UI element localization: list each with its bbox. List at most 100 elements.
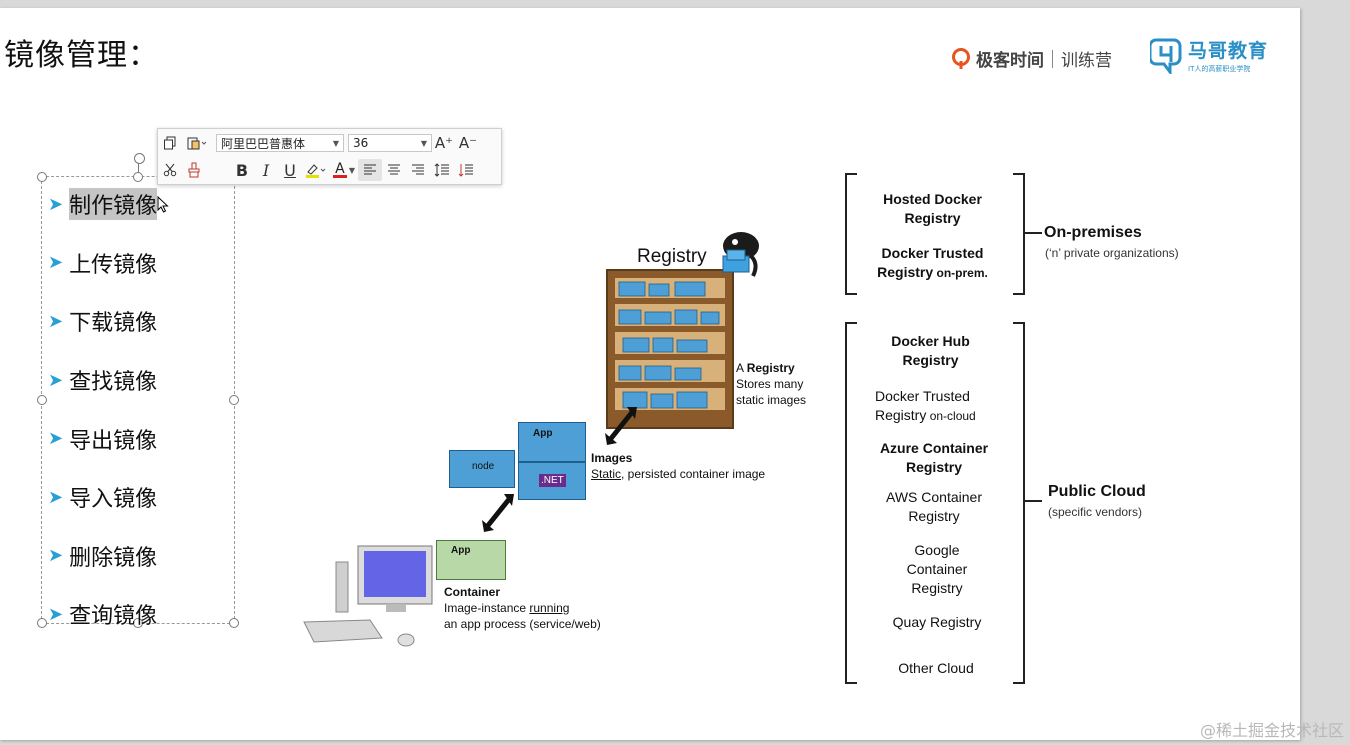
align-center-icon[interactable] (382, 159, 406, 181)
cloud-item-quay: Quay Registry (892, 614, 982, 630)
mage-logo-icon (1150, 38, 1182, 74)
registry-description: A Registry Stores many static images (736, 360, 806, 408)
images-title: Images (591, 451, 633, 465)
watermark: @稀土掘金技术社区 (1199, 721, 1344, 740)
resize-handle-bl[interactable] (37, 618, 47, 628)
geektime-logo-icon (952, 47, 970, 69)
logo-separator (1052, 49, 1053, 68)
container-box-app: App (436, 540, 506, 580)
rotate-handle-line (138, 162, 139, 174)
bullet-item[interactable]: ➤下载镜像 (48, 292, 157, 351)
bullet-text[interactable]: 导入镜像 (69, 487, 158, 513)
cloud-item-dockerhub: Docker Hub Registry (891, 333, 970, 368)
bullet-item[interactable]: ➤删除镜像 (48, 527, 157, 586)
arrow-bullet-icon: ➤ (48, 545, 64, 567)
registry-desc-bold: Registry (746, 361, 795, 375)
underline-button[interactable]: U (284, 160, 296, 180)
align-left-icon[interactable] (358, 159, 382, 181)
chevron-down-icon: ▼ (420, 138, 427, 148)
bullet-text[interactable]: 查询镜像 (69, 604, 158, 630)
onprem-sublabel: (‘n’ private organizations) (1045, 246, 1179, 260)
image-box-node-label: node (472, 461, 495, 472)
align-right-icon[interactable] (406, 159, 430, 181)
cut-icon[interactable] (158, 159, 182, 181)
resize-handle-ml[interactable] (37, 395, 47, 405)
image-box-node: node (449, 450, 515, 488)
mage-logo-name: 马哥教育 (1188, 40, 1269, 62)
images-desc-underlined: Static (591, 467, 622, 481)
cloud-item-google: Google Container Registry (906, 542, 968, 596)
images-description: Images Static, persisted container image (591, 450, 765, 482)
increase-font-size-button[interactable]: A⁺ (434, 134, 454, 152)
font-family-select[interactable]: 阿里巴巴普惠体 ▼ (216, 134, 344, 152)
bullet-text[interactable]: 下载镜像 (69, 311, 158, 337)
images-desc-rest: , persisted container image (621, 467, 766, 481)
arrow-bullet-icon: ➤ (48, 252, 64, 274)
image-box-net-label: .NET (539, 474, 566, 487)
cloud-item-dtr: Docker Trusted Registry on-cloud (875, 387, 1005, 426)
font-family-value: 阿里巴巴普惠体 (221, 136, 306, 151)
bullet-item[interactable]: ➤导出镜像 (48, 409, 157, 468)
bullet-text[interactable]: 上传镜像 (69, 252, 158, 278)
arrow-bullet-icon: ➤ (48, 193, 64, 215)
bullet-item[interactable]: ➤导入镜像 (48, 468, 157, 527)
onprem-item-hosted: Hosted Docker Registry (870, 190, 995, 228)
bullet-item[interactable]: ➤查找镜像 (48, 351, 157, 410)
bullet-text[interactable]: 查找镜像 (69, 370, 158, 396)
bullet-item[interactable]: ➤上传镜像 (48, 234, 157, 293)
toolbar-row-2: B I U A ▼ (158, 157, 478, 183)
container-description: Container Image-instance running an app … (444, 584, 601, 632)
paste-icon[interactable] (182, 132, 212, 154)
font-size-select[interactable]: 36 ▼ (348, 134, 432, 152)
font-color-swatch (332, 174, 347, 178)
double-arrow-icon (482, 494, 514, 532)
mage-logo: 马哥教育 IT人的高薪职业学院 (1150, 36, 1268, 74)
highlight-color-icon[interactable] (302, 159, 330, 181)
bullet-list: ➤制作镜像 ➤上传镜像 ➤下载镜像 ➤查找镜像 ➤导出镜像 ➤导入镜像 ➤删除镜… (48, 175, 158, 644)
paragraph-spacing-icon[interactable] (454, 159, 478, 181)
resize-handle-tl[interactable] (37, 172, 47, 182)
cloud-left-bracket (845, 322, 857, 684)
slide-title[interactable]: 镜像管理： (4, 38, 159, 73)
bullet-text[interactable]: 制作镜像 (69, 188, 158, 221)
bullet-text[interactable]: 导出镜像 (69, 428, 158, 454)
rotate-handle[interactable] (134, 153, 145, 164)
font-color-label: A (335, 160, 345, 177)
decrease-font-size-button[interactable]: A⁻ (458, 134, 478, 152)
onprem-item-dtr: Docker Trusted Registry on-prem. (865, 244, 1000, 283)
cloud-connector (1024, 500, 1042, 502)
bullet-text[interactable]: 删除镜像 (69, 545, 158, 571)
font-color-button[interactable]: A ▼ (330, 159, 358, 181)
bullet-item[interactable]: ➤查询镜像 (48, 585, 157, 644)
geektime-logo-sub: 训练营 (1061, 51, 1112, 71)
toolbar-row-1: 阿里巴巴普惠体 ▼ 36 ▼ A⁺ A⁻ (158, 130, 480, 156)
container-box-app-label: App (451, 545, 471, 556)
container-desc-line1-prefix: Image-instance (444, 601, 530, 615)
copy-icon[interactable] (158, 132, 182, 154)
chevron-down-icon: ▼ (332, 138, 339, 148)
geektime-logo: 极客时间 训练营 (952, 46, 1112, 71)
bullet-item[interactable]: ➤制作镜像 (48, 175, 158, 234)
cloud-right-bracket (1013, 322, 1025, 684)
resize-handle-mr[interactable] (229, 395, 239, 405)
cloud-item-other: Other Cloud (898, 660, 974, 676)
italic-button[interactable]: I (262, 160, 270, 180)
font-size-value: 36 (353, 136, 369, 150)
resize-handle-tm[interactable] (133, 172, 143, 182)
onprem-right-bracket (1013, 173, 1025, 295)
format-painter-icon[interactable] (182, 159, 206, 181)
registry-desc-line3: static images (736, 393, 807, 407)
cloud-sublabel: (specific vendors) (1048, 505, 1143, 519)
cloud-item-dtr-text: Docker Trusted Registry (875, 388, 970, 423)
onprem-item-hosted-text: Hosted Docker Registry (883, 191, 982, 226)
bold-button[interactable]: B (235, 160, 249, 180)
resize-handle-br[interactable] (229, 618, 239, 628)
computer-illustration (303, 545, 433, 647)
resize-handle-bm[interactable] (133, 618, 143, 628)
docker-mascot-icon (722, 232, 759, 277)
container-title: Container (444, 585, 501, 599)
container-desc-line2: an app process (service/web) (444, 617, 601, 631)
cloud-label: Public Cloud (1048, 483, 1146, 500)
double-arrow-icon (605, 407, 637, 445)
line-spacing-icon[interactable] (430, 159, 454, 181)
